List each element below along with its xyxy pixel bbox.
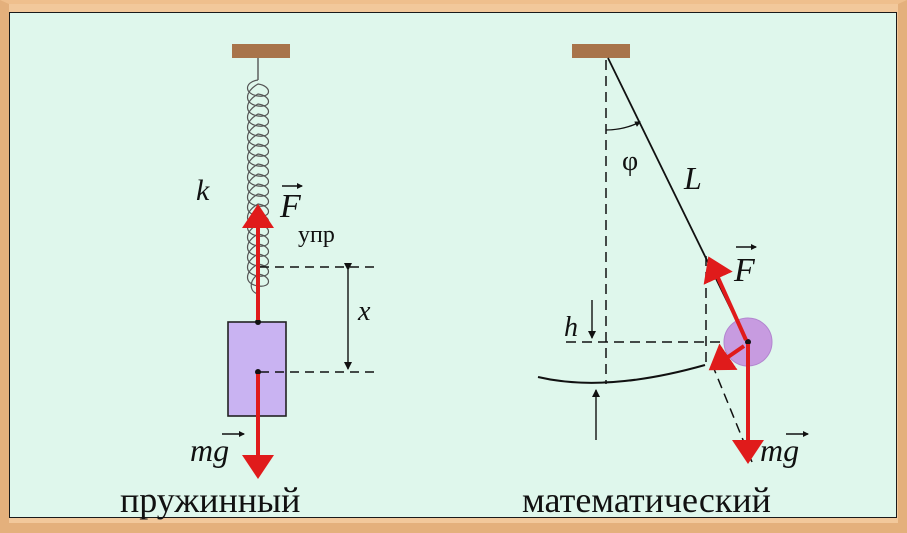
angle-arc [605, 121, 641, 131]
angle-label: φ [622, 146, 639, 177]
spring-force-subscript: упр [298, 222, 335, 248]
spring-ceiling [232, 44, 290, 58]
height-label: h [564, 312, 578, 343]
tangential-force-label: F [734, 252, 755, 289]
normal-force-arrow [708, 343, 746, 371]
tangential-force-arrow [703, 256, 748, 341]
trajectory-arc [537, 364, 706, 384]
math-mg-label: mg [760, 432, 800, 468]
math-pendulum [537, 44, 809, 464]
spring-coil [246, 79, 270, 295]
spring-mg-label: mg [190, 432, 230, 468]
length-label: L [684, 160, 702, 196]
math-pendulum-caption: математический [522, 480, 771, 520]
spring-constant-label: k [196, 174, 210, 207]
spring-force-label: F [280, 188, 301, 225]
displacement-label: x [358, 296, 371, 327]
spring-pendulum [222, 44, 378, 479]
spring-pendulum-caption: пружинный [120, 480, 301, 520]
math-ceiling [572, 44, 630, 58]
